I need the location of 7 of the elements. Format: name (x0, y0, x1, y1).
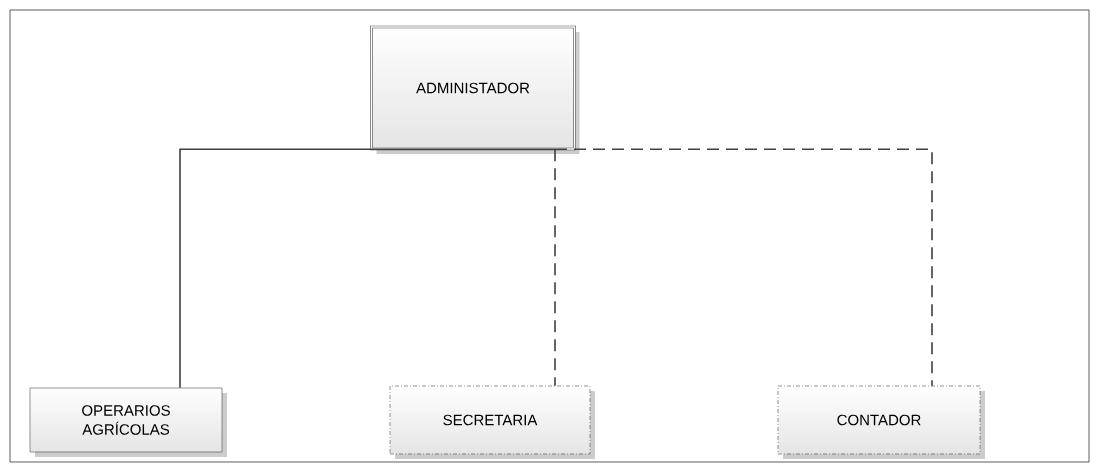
connector (554, 148, 933, 387)
box: CONTADOR (777, 385, 985, 459)
connector (179, 148, 556, 389)
box: SECRETARIA (389, 385, 595, 459)
box: ADMINISTADOR (370, 25, 580, 154)
connector (554, 148, 556, 387)
box: OPERARIOS AGRÍCOLAS (29, 387, 227, 457)
